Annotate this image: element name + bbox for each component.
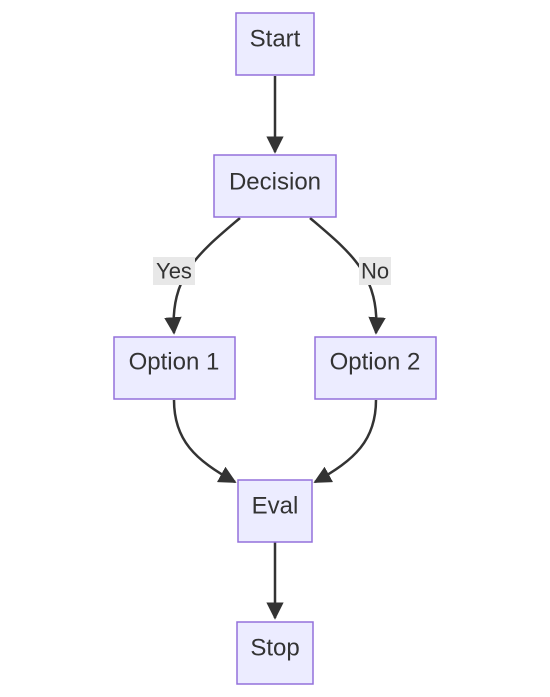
- node-option2: Option 2: [314, 336, 437, 400]
- edge-label-yes: Yes: [153, 257, 195, 285]
- edge-label-yes-text: Yes: [156, 259, 192, 284]
- node-stop-label: Stop: [250, 635, 299, 662]
- node-option1: Option 1: [113, 336, 236, 400]
- node-decision-label: Decision: [229, 169, 321, 196]
- node-option2-label: Option 2: [330, 349, 421, 376]
- edge-option2-eval: [313, 399, 378, 484]
- edge-label-no-text: No: [361, 259, 389, 284]
- node-option1-label: Option 1: [129, 349, 220, 376]
- edge-label-no: No: [359, 257, 391, 285]
- edge-option1-eval: [172, 399, 237, 484]
- node-start-label: Start: [250, 26, 301, 53]
- node-eval: Eval: [237, 479, 313, 543]
- node-eval-label: Eval: [252, 493, 299, 520]
- node-start: Start: [235, 12, 315, 76]
- node-stop: Stop: [236, 621, 314, 685]
- node-decision: Decision: [213, 154, 337, 218]
